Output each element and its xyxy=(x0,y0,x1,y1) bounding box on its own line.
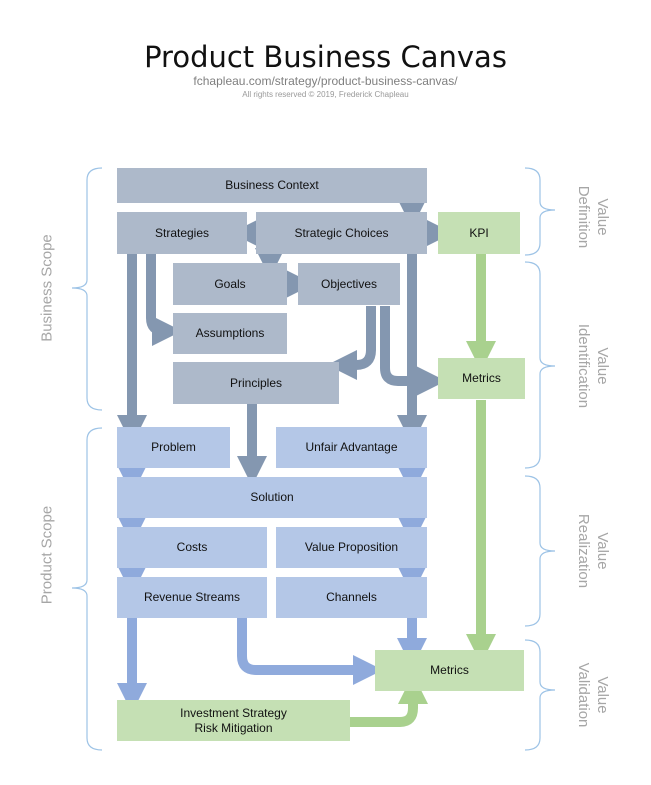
solution-box: Solution xyxy=(117,477,427,518)
value-definition-label: Value Definition xyxy=(575,185,611,249)
unfair-advantage-box: Unfair Advantage xyxy=(276,427,427,468)
principles-box: Principles xyxy=(173,362,339,404)
header: Product Business Canvas fchapleau.com/st… xyxy=(0,40,651,100)
revenue-streams-box: Revenue Streams xyxy=(117,577,267,618)
arrow-strategies-to-assumptions xyxy=(146,254,183,346)
value-realization-label: Value Realization xyxy=(575,513,611,589)
costs-box: Costs xyxy=(117,527,267,568)
assumptions-box: Assumptions xyxy=(173,313,287,354)
value-proposition-box: Value Proposition xyxy=(276,527,427,568)
product-scope-label: Product Scope xyxy=(38,505,56,605)
metrics-validation-box: Metrics xyxy=(375,650,524,691)
arrow-objectives-to-principles xyxy=(326,306,376,380)
value-validation-label: Value Validation xyxy=(575,662,611,728)
value-arrows xyxy=(350,252,496,727)
source-url: fchapleau.com/strategy/product-business-… xyxy=(193,74,458,88)
channels-box: Channels xyxy=(276,577,427,618)
value-identification-label: Value Identification xyxy=(575,323,611,409)
metrics-identification-box: Metrics xyxy=(438,358,525,399)
bracket-business-scope xyxy=(71,167,103,411)
kpi-box: KPI xyxy=(438,212,520,254)
business-arrows xyxy=(117,198,454,487)
copyright-notice: All rights reserved © 2019, Frederick Ch… xyxy=(242,90,409,99)
goals-box: Goals xyxy=(173,263,287,305)
strategies-box: Strategies xyxy=(117,212,247,254)
bracket-value-identification xyxy=(524,261,556,469)
arrow-investment-to-metrics xyxy=(350,673,428,727)
scope-brackets xyxy=(71,167,556,751)
arrow-objectives-to-metrics xyxy=(380,306,447,396)
bracket-product-scope xyxy=(71,427,103,751)
business-context-box: Business Context xyxy=(117,168,427,203)
objectives-box: Objectives xyxy=(298,263,400,305)
strategic-choices-box: Strategic Choices xyxy=(256,212,427,254)
problem-box: Problem xyxy=(117,427,230,468)
page-title: Product Business Canvas xyxy=(144,40,507,74)
business-scope-label: Business Scope xyxy=(38,234,56,342)
bracket-value-realization xyxy=(524,475,556,627)
bracket-value-validation xyxy=(524,639,556,751)
investment-strategy-box: Investment Strategy Risk Mitigation xyxy=(117,700,350,741)
arrow-revenue-to-metrics xyxy=(237,618,384,685)
bracket-value-definition xyxy=(524,167,556,256)
